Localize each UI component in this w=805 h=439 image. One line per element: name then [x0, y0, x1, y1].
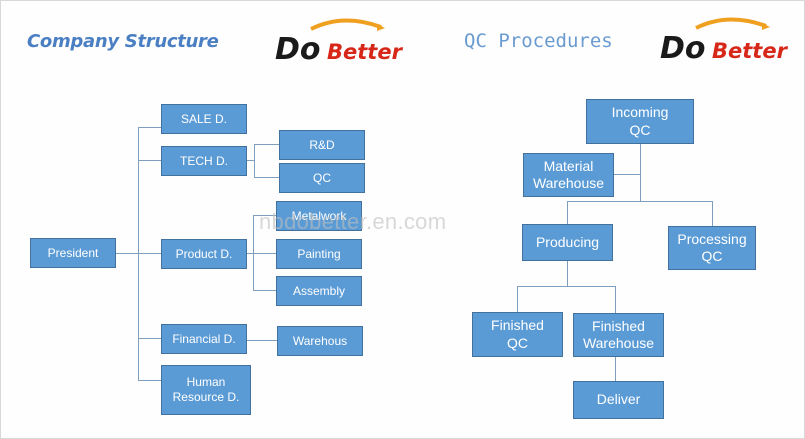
finished-qc-label: Finished QC	[491, 317, 544, 351]
connector-to-finished-qc	[517, 286, 518, 312]
connector-trunk-vertical	[138, 127, 139, 381]
finished-warehouse-box: Finished Warehouse	[573, 313, 664, 357]
producing-box: Producing	[522, 224, 613, 261]
connector-to-human	[138, 380, 161, 381]
painting-box: Painting	[276, 239, 362, 269]
producing-label: Producing	[535, 233, 600, 250]
company-structure-title: Company Structure	[27, 31, 219, 52]
rnd-box: R&D	[279, 130, 365, 160]
product-dept-box: Product D.	[161, 239, 247, 269]
connector-to-metalwork	[253, 215, 276, 216]
finished-qc-box: Finished QC	[472, 312, 563, 357]
connector-to-product	[138, 253, 161, 254]
connector-to-painting	[253, 253, 276, 254]
processing-qc-label: Processing QC	[677, 230, 747, 265]
logo-do-text: Do	[660, 31, 706, 64]
connector-product-out	[247, 253, 254, 254]
incoming-qc-box: Incoming QC	[586, 99, 694, 144]
warehous-label: Warehous	[292, 333, 348, 348]
human-resource-dept-label: Human Resource D.	[172, 375, 240, 404]
finished-warehouse-label: Finished Warehouse	[582, 317, 655, 352]
connector-to-deliver	[615, 357, 616, 381]
deliver-label: Deliver	[596, 391, 641, 408]
processing-qc-box: Processing QC	[668, 226, 756, 270]
financial-dept-box: Financial D.	[161, 324, 247, 354]
connector-qc-split	[567, 201, 713, 202]
connector-to-assembly	[253, 290, 276, 291]
metalwork-box: Metalwork	[276, 201, 362, 231]
incoming-qc-label: Incoming QC	[611, 104, 669, 138]
connector-tech-vertical	[254, 144, 255, 178]
painting-label: Painting	[297, 246, 341, 261]
tech-dept-label: TECH D.	[180, 153, 228, 168]
material-warehouse-label: Material Warehouse	[532, 157, 605, 192]
logo-better-text: Better	[327, 40, 404, 64]
connector-to-rnd	[254, 144, 279, 145]
qc-box: QC	[279, 163, 365, 193]
president-label: President	[47, 245, 99, 260]
qc-procedures-title: QC Procedures	[464, 30, 613, 52]
human-resource-dept-box: Human Resource D.	[161, 365, 251, 415]
connector-to-qc	[254, 177, 279, 178]
connector-to-material-warehouse	[614, 174, 640, 175]
tech-dept-box: TECH D.	[161, 146, 247, 176]
connector-incoming-down	[640, 144, 641, 201]
logo-better-text: Better	[712, 39, 789, 63]
qc-label: QC	[313, 170, 331, 185]
connector-to-tech	[138, 160, 161, 161]
connector-to-financial	[138, 338, 161, 339]
metalwork-label: Metalwork	[291, 208, 347, 223]
connector-tech-out	[247, 160, 255, 161]
assembly-label: Assembly	[292, 283, 345, 298]
material-warehouse-box: Material Warehouse	[523, 153, 614, 197]
assembly-box: Assembly	[276, 276, 362, 306]
connector-finished-split	[517, 286, 616, 287]
connector-to-producing	[567, 201, 568, 224]
connector-president-trunk	[115, 253, 139, 254]
sale-dept-box: SALE D.	[161, 104, 247, 134]
dobetter-logo-left: Do Better	[275, 18, 404, 65]
connector-to-finished-warehouse	[615, 286, 616, 313]
dobetter-logo-right: Do Better	[660, 17, 789, 64]
president-box: President	[30, 238, 116, 268]
logo-do-text: Do	[275, 32, 321, 65]
financial-dept-label: Financial D.	[172, 331, 236, 346]
rnd-label: R&D	[309, 137, 335, 152]
product-dept-label: Product D.	[175, 246, 233, 261]
deliver-box: Deliver	[573, 381, 664, 419]
connector-to-sale	[138, 127, 161, 128]
sale-dept-label: SALE D.	[180, 111, 228, 126]
warehous-box: Warehous	[277, 326, 363, 356]
connector-producing-down	[567, 261, 568, 286]
connector-to-warehous	[247, 340, 277, 341]
connector-to-processing-qc	[712, 201, 713, 226]
watermark-text: nbdobetter.en.com	[259, 209, 447, 234]
